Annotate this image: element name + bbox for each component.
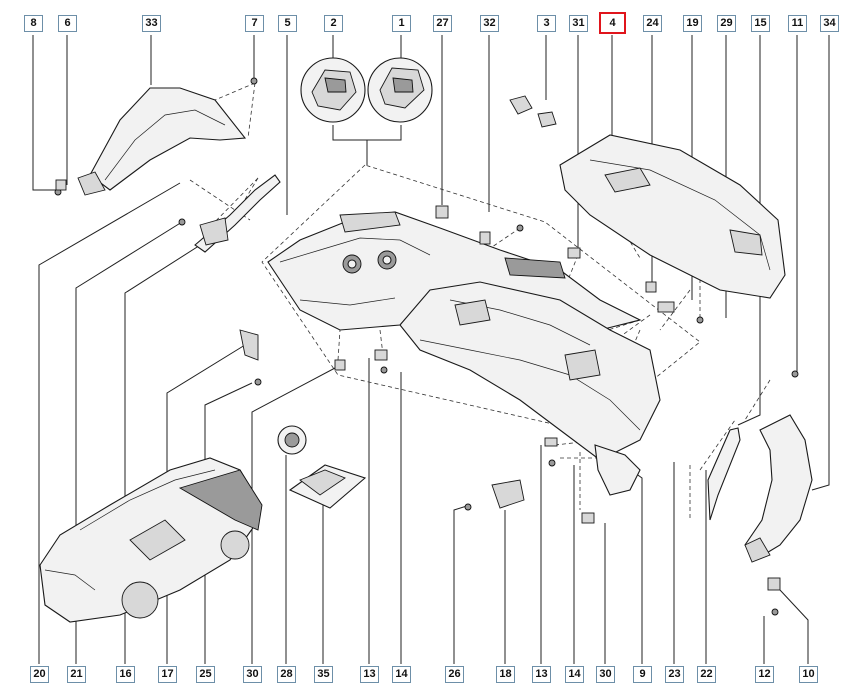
car-illustration xyxy=(39,457,263,623)
callout-top-19[interactable]: 19 xyxy=(683,15,702,32)
callout-top-32[interactable]: 32 xyxy=(480,15,499,32)
callout-bottom-25[interactable]: 25 xyxy=(196,666,215,683)
callout-bottom-13[interactable]: 13 xyxy=(532,666,551,683)
callout-bottom-18[interactable]: 18 xyxy=(496,666,515,683)
callout-top-11[interactable]: 11 xyxy=(788,15,807,32)
callout-bottom-30[interactable]: 30 xyxy=(243,666,262,683)
callout-bottom-10[interactable]: 10 xyxy=(799,666,818,683)
callout-bottom-14[interactable]: 14 xyxy=(565,666,584,683)
callout-bottom-22[interactable]: 22 xyxy=(697,666,716,683)
callout-bottom-13[interactable]: 13 xyxy=(360,666,379,683)
side-piece-9 xyxy=(594,444,641,496)
callout-top-1[interactable]: 1 xyxy=(392,15,411,32)
callout-bottom-28[interactable]: 28 xyxy=(277,666,296,683)
callout-bottom-14[interactable]: 14 xyxy=(392,666,411,683)
sensor-28-and-kit-35 xyxy=(277,425,367,509)
skid-plate-4 xyxy=(559,134,786,299)
callout-top-33[interactable]: 33 xyxy=(142,15,161,32)
callout-bottom-23[interactable]: 23 xyxy=(665,666,684,683)
callout-top-5[interactable]: 5 xyxy=(278,15,297,32)
callout-bottom-26[interactable]: 26 xyxy=(445,666,464,683)
callout-top-4[interactable]: 4 xyxy=(599,12,626,34)
callout-top-6[interactable]: 6 xyxy=(58,15,77,32)
callout-top-3[interactable]: 3 xyxy=(537,15,556,32)
callout-bottom-20[interactable]: 20 xyxy=(30,666,49,683)
callout-top-24[interactable]: 24 xyxy=(643,15,662,32)
callout-top-29[interactable]: 29 xyxy=(717,15,736,32)
detail-bracket xyxy=(300,57,433,165)
callout-top-8[interactable]: 8 xyxy=(24,15,43,32)
callout-top-27[interactable]: 27 xyxy=(433,15,452,32)
callout-bottom-9[interactable]: 9 xyxy=(633,666,652,683)
callout-bottom-12[interactable]: 12 xyxy=(755,666,774,683)
callout-top-2[interactable]: 2 xyxy=(324,15,343,32)
clips-and-screws xyxy=(54,77,799,616)
callout-bottom-21[interactable]: 21 xyxy=(67,666,86,683)
callout-bottom-17[interactable]: 17 xyxy=(158,666,177,683)
corner-trim-34 xyxy=(744,414,813,563)
callout-top-31[interactable]: 31 xyxy=(569,15,588,32)
callout-top-34[interactable]: 34 xyxy=(820,15,839,32)
callout-bottom-35[interactable]: 35 xyxy=(314,666,333,683)
lower-bumper-diffuser xyxy=(399,257,661,461)
strip-22 xyxy=(707,427,741,521)
callout-top-7[interactable]: 7 xyxy=(245,15,264,32)
side-panel-33 xyxy=(77,87,247,196)
callout-bottom-30[interactable]: 30 xyxy=(596,666,615,683)
callout-bottom-16[interactable]: 16 xyxy=(116,666,135,683)
callout-top-15[interactable]: 15 xyxy=(751,15,770,32)
